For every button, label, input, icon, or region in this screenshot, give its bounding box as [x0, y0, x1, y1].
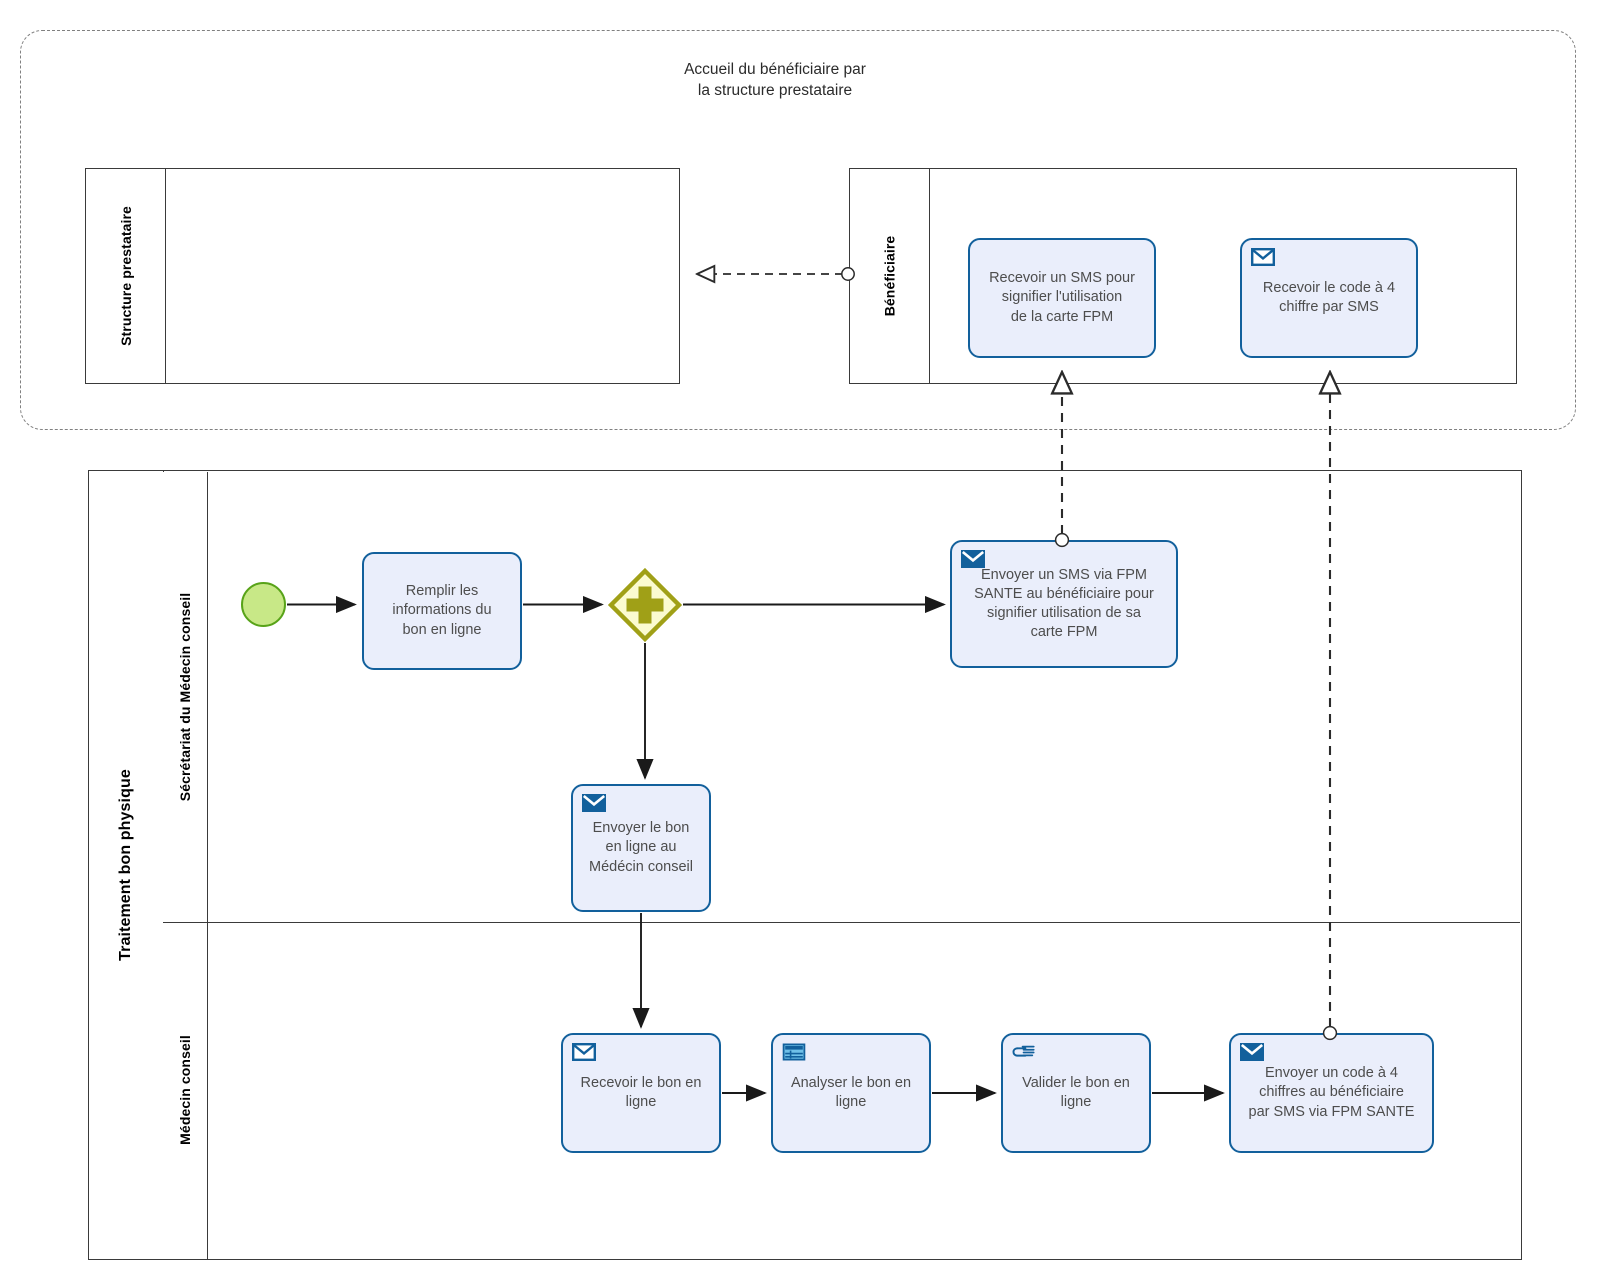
- pool-label-structure-prestataire: Structure prestataire: [117, 206, 134, 346]
- task-envoyer-code-4-chiffres[interactable]: Envoyer un code à 4 chiffres au bénéfici…: [1229, 1033, 1434, 1153]
- lane-header-secretariat: Sécrétariat du Médecin conseil: [163, 471, 208, 922]
- start-event[interactable]: [241, 582, 286, 627]
- gateway-plus-symbol: [626, 586, 664, 624]
- lane-divider: [163, 921, 1520, 923]
- task-recevoir-sms-carte[interactable]: Recevoir un SMS pour signifier l'utilisa…: [968, 238, 1156, 358]
- message-receive-icon: [572, 1043, 596, 1062]
- task-envoyer-sms-fpm-sante[interactable]: Envoyer un SMS via FPM SANTE au bénéfici…: [950, 540, 1178, 668]
- task-label: Envoyer un SMS via FPM SANTE au bénéfici…: [974, 566, 1154, 641]
- task-label: Valider le bon en ligne: [1022, 1074, 1130, 1110]
- pool-label-traitement-bon-physique: Traitement bon physique: [117, 769, 135, 961]
- task-label: Remplir les informations du bon en ligne: [392, 583, 492, 638]
- task-recevoir-code-4-chiffres[interactable]: Recevoir le code à 4 chiffre par SMS: [1240, 238, 1418, 358]
- task-remplir-informations[interactable]: Remplir les informations du bon en ligne: [362, 552, 522, 670]
- parallel-gateway[interactable]: [608, 568, 682, 642]
- task-valider-bon[interactable]: Valider le bon en ligne: [1001, 1033, 1151, 1153]
- pool-structure-prestataire: Structure prestataire: [85, 168, 680, 384]
- lane-header-medecin-conseil: Médecin conseil: [163, 921, 208, 1259]
- pool-header-beneficiaire: Bénéficiaire: [850, 169, 930, 383]
- message-receive-icon: [1251, 248, 1275, 267]
- task-label: Envoyer le bon en ligne au Médécin conse…: [589, 820, 693, 875]
- task-analyser-bon[interactable]: Analyser le bon en ligne: [771, 1033, 931, 1153]
- pool-label-beneficiaire: Bénéficiaire: [881, 235, 898, 317]
- task-recevoir-bon[interactable]: Recevoir le bon en ligne: [561, 1033, 721, 1153]
- task-label: Analyser le bon en ligne: [790, 1074, 912, 1110]
- lane-label-secretariat: Sécrétariat du Médecin conseil: [177, 592, 193, 801]
- manual-task-hand-icon: [1012, 1045, 1035, 1057]
- task-label: Recevoir un SMS pour signifier l'utilisa…: [989, 270, 1135, 325]
- business-rule-icon: [782, 1043, 806, 1061]
- task-label: Recevoir le code à 4 chiffre par SMS: [1262, 279, 1396, 315]
- task-label: Recevoir le bon en ligne: [580, 1074, 702, 1110]
- message-send-icon: [582, 794, 606, 813]
- group-accueil-beneficiaire: [20, 30, 1576, 430]
- task-label: Envoyer un code à 4 chiffres au bénéfici…: [1248, 1065, 1415, 1120]
- message-send-icon: [1240, 1043, 1264, 1062]
- pool-header-traitement-bon-physique: Traitement bon physique: [89, 471, 164, 1259]
- task-envoyer-bon-medecin[interactable]: Envoyer le bon en ligne au Médécin conse…: [571, 784, 711, 912]
- lane-label-medecin-conseil: Médecin conseil: [177, 1035, 193, 1145]
- pool-header-structure-prestataire: Structure prestataire: [86, 169, 166, 383]
- group-title: Accueil du bénéficiaire par la structure…: [684, 61, 866, 99]
